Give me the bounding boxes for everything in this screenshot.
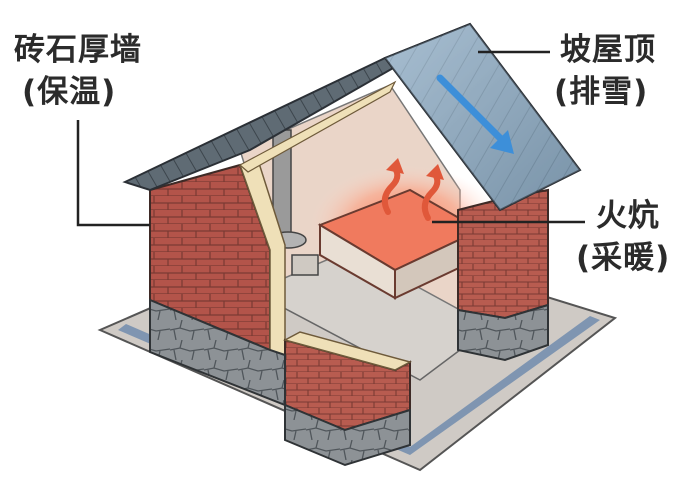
stove-firebox xyxy=(291,254,319,276)
wall-label-subtitle: (保温) xyxy=(22,74,117,110)
stone-foundation-left xyxy=(149,298,286,407)
heat-rising-arrow-icon xyxy=(381,167,441,221)
stone-foundation-front xyxy=(284,403,411,467)
wall-label-title: 砖石厚墙 xyxy=(14,32,142,68)
kang-label-title: 火炕 xyxy=(596,198,660,234)
stone-foundation-right xyxy=(457,303,549,362)
roof-label-subtitle: (排雪) xyxy=(554,74,649,110)
kang-label-subtitle: (采暖) xyxy=(576,240,671,276)
snow-slide-arrow-icon xyxy=(436,74,514,154)
left-roof-slope xyxy=(122,23,471,192)
wall-leader-line xyxy=(76,120,150,227)
roof-label-title: 坡屋顶 xyxy=(560,32,656,68)
